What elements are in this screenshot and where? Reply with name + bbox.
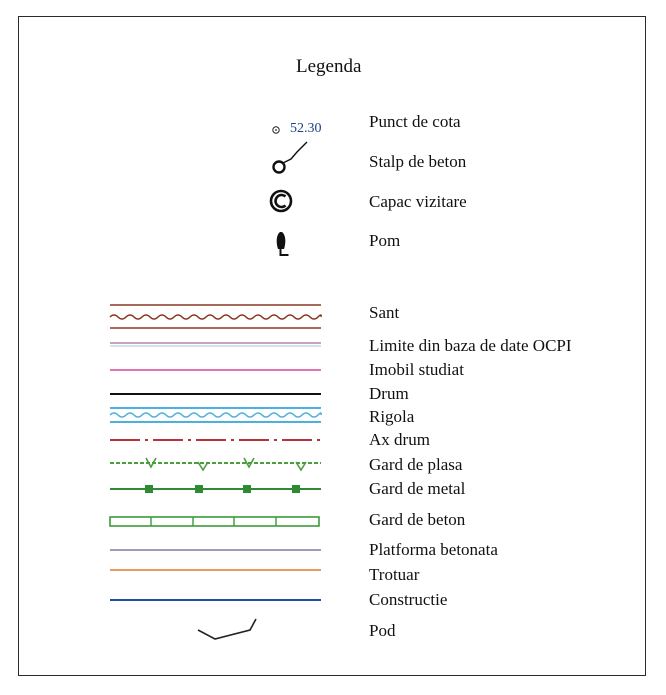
label-gard-de-beton: Gard de beton <box>369 510 466 529</box>
label-ax-drum: Ax drum <box>369 430 430 449</box>
label-rigola: Rigola <box>369 407 415 426</box>
label-platforma-betonata: Platforma betonata <box>369 540 498 559</box>
label-sant: Sant <box>369 303 400 322</box>
label-trotuar: Trotuar <box>369 565 420 584</box>
label-pod: Pod <box>369 621 396 640</box>
ditch-line-icon <box>109 304 322 329</box>
label-constructie: Constructie <box>369 590 448 609</box>
ocpi-limit-line-icon <box>110 342 321 347</box>
label-imobil-studiat: Imobil studiat <box>369 360 464 379</box>
label-gard-de-metal: Gard de metal <box>369 479 466 498</box>
label-drum: Drum <box>369 384 409 403</box>
label-capac-vizitare: Capac vizitare <box>369 192 467 211</box>
manhole-cover-icon <box>269 189 293 213</box>
label-pom: Pom <box>369 231 401 250</box>
concrete-fence-line-icon <box>109 516 320 527</box>
metal-fence-line-icon <box>110 485 321 493</box>
gutter-line-icon <box>109 407 322 423</box>
label-punct-de-cota: Punct de cota <box>369 112 461 131</box>
concrete-pole-icon <box>272 141 308 174</box>
label-stalp-de-beton: Stalp de beton <box>369 152 467 171</box>
elevation-point-icon <box>272 126 280 134</box>
mesh-fence-line-icon <box>110 457 321 472</box>
legend-title: Legenda <box>296 56 362 77</box>
elevation-value: 52.30 <box>290 121 322 136</box>
label-limite-ocpi: Limite din baza de date OCPI <box>369 336 572 355</box>
bridge-icon <box>197 618 257 640</box>
tree-icon <box>276 232 289 256</box>
label-gard-de-plasa: Gard de plasa <box>369 455 463 474</box>
